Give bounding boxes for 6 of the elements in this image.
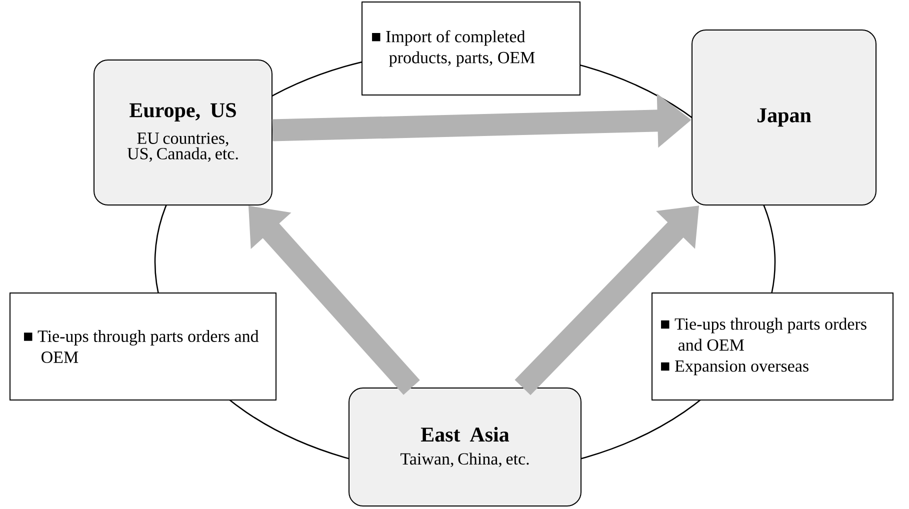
callout-box: ■ Tie-ups through parts orders and OEM ■ Expansion overseas: [652, 292, 894, 400]
callout-box: ■ Import of completed products, parts, OEM: [362, 2, 580, 96]
region-box: Japan: [692, 30, 876, 206]
callout-box: ■ Tie-ups through parts orders and OEM: [10, 292, 276, 400]
region-box: Europe, US EU countries, US, Canada, etc.: [94, 60, 272, 206]
region-box: East Asia Taiwan, China, etc.: [348, 388, 582, 506]
